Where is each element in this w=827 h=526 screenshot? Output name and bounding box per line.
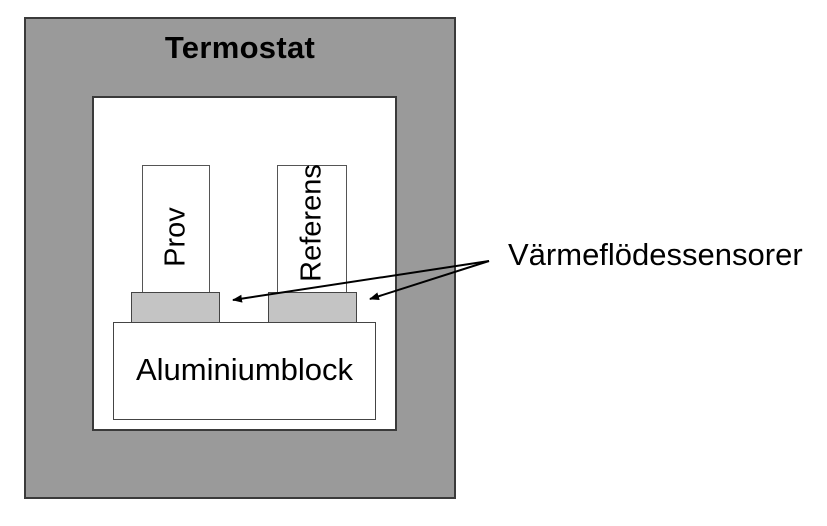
thermostat-label: Termostat (164, 30, 316, 65)
aluminium-block-label: Aluminiumblock (135, 352, 354, 387)
heat-flow-sensor-reference (268, 292, 357, 324)
heat-flow-sensors-label: Värmeflödessensorer (508, 237, 803, 272)
aluminium-block (113, 322, 376, 420)
sample-container (142, 165, 210, 293)
arrow-to-reference-sensor (369, 260, 490, 301)
arrow-to-sample-sensor (232, 260, 490, 303)
reference-container (277, 165, 347, 293)
